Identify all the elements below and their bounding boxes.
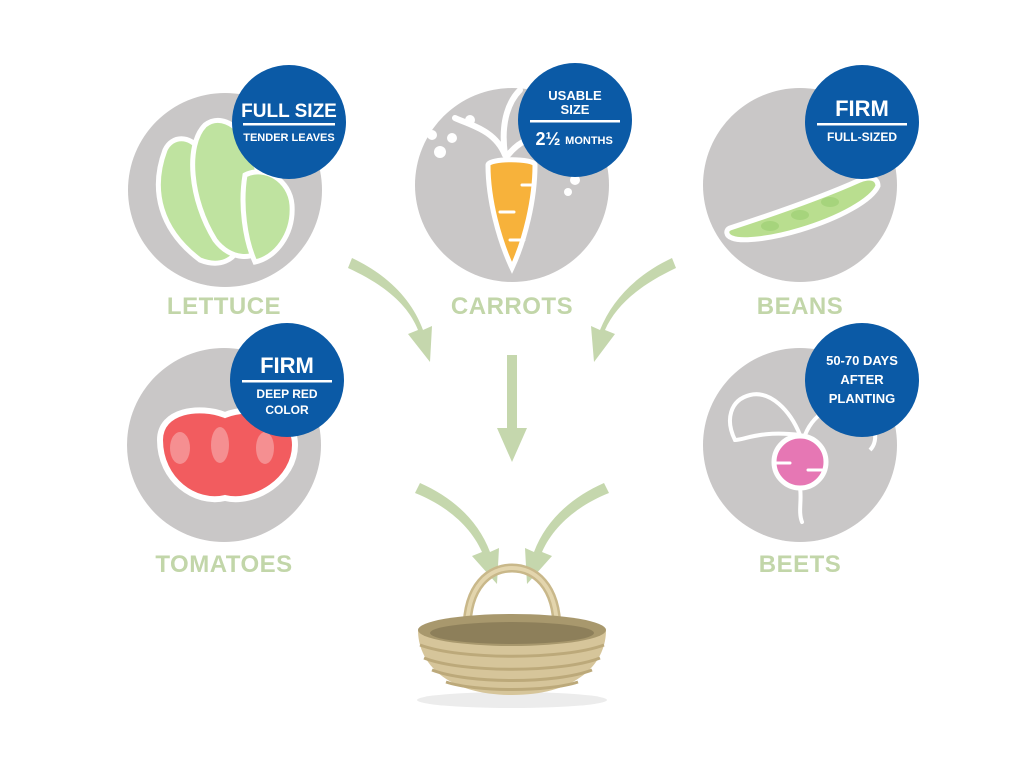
beets-badge-line1: 50-70 DAYS: [826, 353, 898, 368]
arrows: [348, 258, 676, 584]
carrots-badge: USABLE SIZE 2½ MONTHS: [518, 63, 632, 177]
carrots-group: CARROTS USABLE SIZE 2½ MONTHS: [415, 63, 632, 320]
beets-badge-line2: AFTER: [840, 372, 884, 387]
beans-badge-detail: FULL-SIZED: [827, 130, 897, 144]
beets-badge-line3: PLANTING: [829, 391, 895, 406]
bean-icon: [724, 175, 881, 243]
beans-badge-title: FIRM: [835, 96, 889, 121]
tomatoes-group: TOMATOES FIRM DEEP RED COLOR: [127, 323, 344, 578]
arrow-from-lettuce: [348, 258, 432, 362]
tomatoes-badge-title: FIRM: [260, 353, 314, 378]
tomatoes-label: TOMATOES: [155, 551, 292, 578]
lettuce-label: LETTUCE: [167, 293, 281, 320]
carrots-badge-line1: USABLE: [548, 88, 602, 103]
tomatoes-badge-line1: DEEP RED: [256, 387, 317, 401]
lettuce-badge: FULL SIZE TENDER LEAVES: [232, 65, 346, 179]
lettuce-badge-detail: TENDER LEAVES: [243, 132, 334, 144]
beans-group: BEANS FIRM FULL-SIZED: [703, 65, 919, 320]
arrow-from-tomatoes: [415, 483, 499, 584]
tomato-icon: [156, 407, 299, 503]
beets-badge: 50-70 DAYS AFTER PLANTING: [805, 323, 919, 437]
arrow-from-carrots: [497, 355, 527, 462]
lettuce-group: LETTUCE FULL SIZE TENDER LEAVES: [128, 65, 346, 320]
lettuce-badge-title: FULL SIZE: [241, 101, 337, 122]
tomatoes-badge-line2: COLOR: [265, 403, 309, 417]
beans-badge: FIRM FULL-SIZED: [805, 65, 919, 179]
beets-group: BEETS 50-70 DAYS AFTER PLANTING: [703, 323, 919, 578]
carrots-badge-number: 2½: [535, 129, 560, 149]
tomatoes-badge: FIRM DEEP RED COLOR: [230, 323, 344, 437]
carrots-badge-line2: SIZE: [561, 102, 590, 117]
basket-icon: [417, 563, 607, 708]
beans-label: BEANS: [757, 293, 844, 320]
carrots-label: CARROTS: [451, 293, 573, 320]
carrots-badge-months: MONTHS: [565, 135, 613, 147]
arrow-from-beets: [525, 483, 609, 584]
arrow-from-beans: [591, 258, 676, 362]
beets-label: BEETS: [759, 551, 842, 578]
